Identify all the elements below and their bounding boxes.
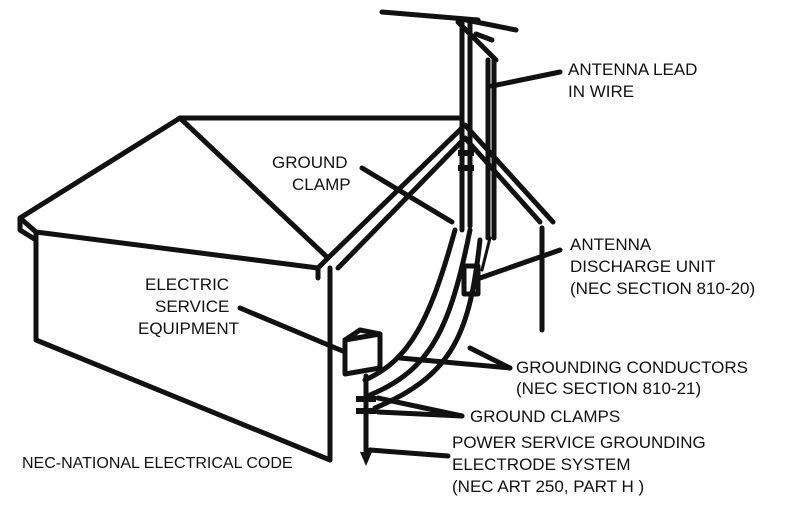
discharge-unit <box>461 263 481 297</box>
house <box>17 115 556 463</box>
label-grounding-conductors-1: GROUNDING CONDUCTORS <box>516 358 748 377</box>
label-electric-service-2: SERVICE <box>155 297 229 316</box>
label-ground-clamp-1: GROUND <box>272 153 348 172</box>
label-power-service-3: (NEC ART 250, PART H ) <box>452 477 644 496</box>
label-ground-clamp-2: CLAMP <box>292 175 351 194</box>
label-discharge-unit-3: (NEC SECTION 810-20) <box>570 279 755 298</box>
label-ground-clamps: GROUND CLAMPS <box>470 407 620 426</box>
label-nec-note: NEC-NATIONAL ELECTRICAL CODE <box>22 455 293 472</box>
ground-electrode <box>356 373 376 466</box>
label-discharge-unit-2: DISCHARGE UNIT <box>570 257 715 276</box>
grounding-conductors <box>362 227 492 411</box>
electric-service-box <box>342 327 383 377</box>
label-electric-service-3: EQUIPMENT <box>138 319 239 338</box>
label-antenna-lead-2: IN WIRE <box>568 82 634 101</box>
label-grounding-conductors-2: (NEC SECTION 810-21) <box>516 379 701 398</box>
ground-clamp-mast <box>458 150 474 171</box>
label-discharge-unit-1: ANTENNA <box>570 235 652 254</box>
antenna <box>379 9 519 241</box>
label-antenna-lead-1: ANTENNA LEAD <box>568 60 697 79</box>
label-electric-service-1: ELECTRIC <box>145 275 229 294</box>
leader-lines <box>237 69 563 459</box>
label-power-service-1: POWER SERVICE GROUNDING <box>452 433 706 452</box>
label-power-service-2: ELECTRODE SYSTEM <box>452 455 631 474</box>
